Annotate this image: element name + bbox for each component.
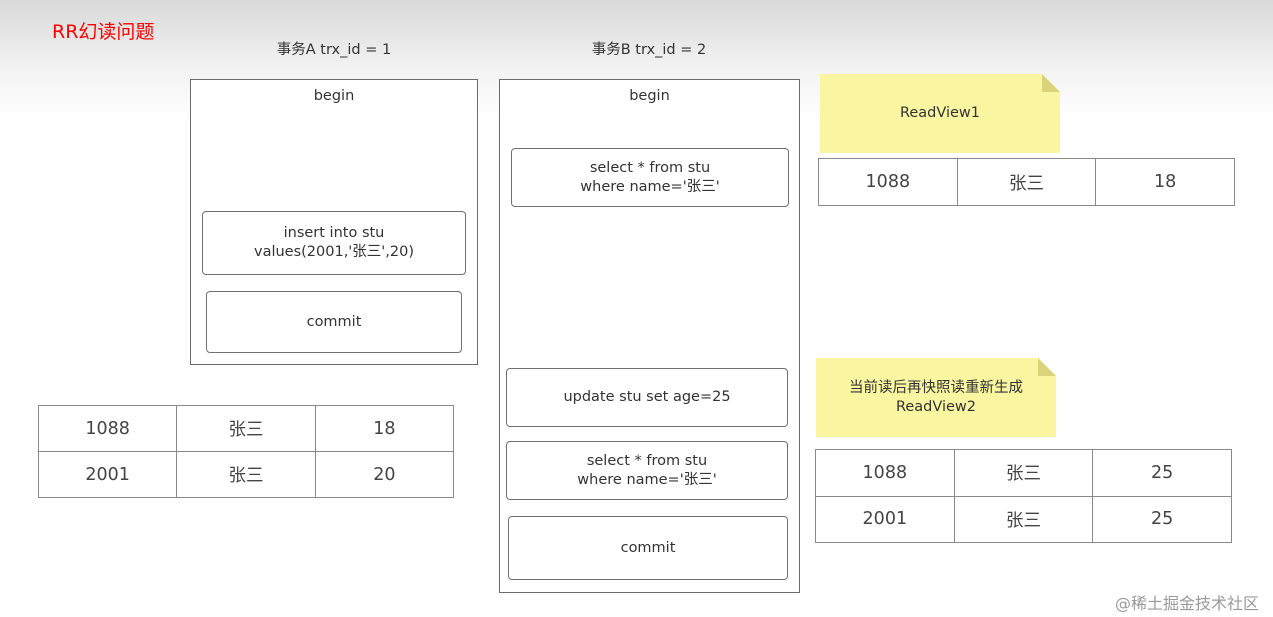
readview2-note: 当前读后再快照读重新生成 ReadView2 [816,358,1056,437]
table-row: 2001 张三 25 [815,495,1232,543]
transaction-a-insert-step: insert into stu values(2001,'张三',20) [202,211,466,275]
table-row: 1088 张三 18 [818,158,1235,206]
table-cell: 张三 [176,405,316,452]
transaction-b-label: 事务B trx_id = 2 [591,42,707,58]
table-readview2: 1088 张三 25 2001 张三 25 [815,449,1232,543]
readview1-note: ReadView1 [820,74,1060,153]
table-readview1: 1088 张三 18 [818,158,1235,206]
table-cell: 1088 [37,405,178,452]
readview1-note-fold [1042,74,1060,92]
transaction-b-update-step: update stu set age=25 [506,368,788,427]
table-cell: 1088 [815,449,955,497]
table-cell: 1088 [818,158,958,206]
transaction-b-begin: begin [629,88,670,104]
table-cell: 张三 [953,495,1094,543]
table-cell: 张三 [953,449,1094,497]
table-row: 1088 张三 18 [37,405,455,452]
table-transaction-a-result: 1088 张三 18 2001 张三 20 [37,405,455,498]
table-cell: 2001 [815,495,955,543]
table-cell: 18 [1095,158,1235,206]
table-cell: 25 [1092,449,1232,497]
transaction-a-commit-step: commit [206,291,462,353]
table-cell: 张三 [956,158,1097,206]
table-cell: 20 [314,451,455,498]
table-row: 1088 张三 25 [815,449,1232,497]
table-cell: 张三 [176,451,316,498]
readview2-note-fold [1038,358,1056,376]
table-cell: 25 [1092,495,1232,543]
table-cell: 2001 [37,451,178,498]
table-row: 2001 张三 20 [37,451,455,498]
watermark: @稀土掘金技术社区 [1114,594,1259,613]
transaction-b-commit-step: commit [508,516,788,580]
page-title: RR幻读问题 [52,21,155,43]
transaction-a-label: 事务A trx_id = 1 [276,42,392,58]
table-cell: 18 [314,405,455,452]
transaction-b-select-step-2: select * from stu where name='张三' [506,441,788,500]
transaction-a-begin: begin [313,88,355,104]
transaction-b-select-step-1: select * from stu where name='张三' [511,148,789,207]
